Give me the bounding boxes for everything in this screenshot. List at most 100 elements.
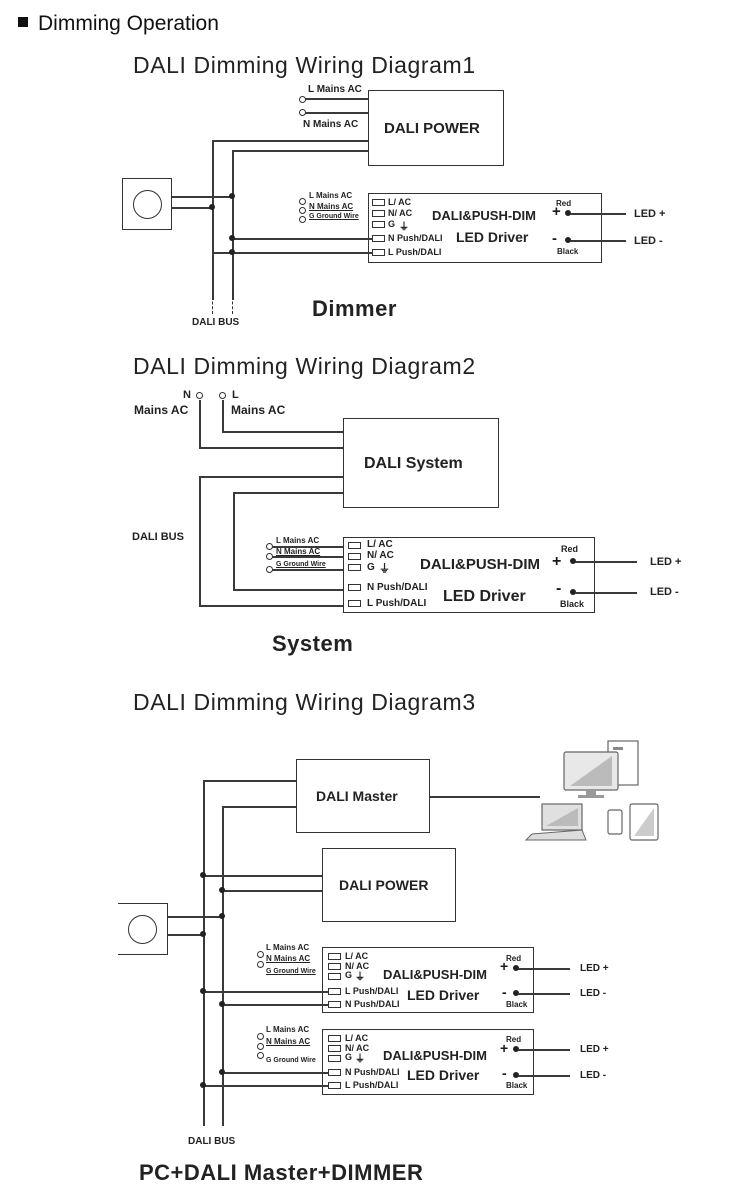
d3-power-bus2 xyxy=(222,890,322,892)
d3-drvA-black: Black xyxy=(506,1000,528,1009)
d2-t-nac: N/ AC xyxy=(367,550,394,561)
d1-led-minus: LED - xyxy=(634,235,663,247)
d3-junction-a1 xyxy=(200,988,206,994)
d3-drvA-plus-dot xyxy=(513,965,519,971)
d2-drv-name2: LED Driver xyxy=(443,588,526,605)
d2-n-wire-h xyxy=(199,447,343,449)
d3-drvB-n-ring xyxy=(257,1043,264,1050)
d3-drvB-l-mains: L Mains AC xyxy=(266,1025,310,1034)
d2-l-ring xyxy=(219,392,226,399)
d3-drvB-term3 xyxy=(328,1055,341,1062)
section-heading-text: Dimming Operation xyxy=(38,12,219,35)
d2-sys-out1 xyxy=(199,476,343,478)
d3-junction-b1 xyxy=(219,1069,225,1075)
d1-drv-n-ring xyxy=(299,207,306,214)
d3-master-pc-link xyxy=(430,796,540,798)
d3-drvA-term3 xyxy=(328,973,341,980)
d1-push-wire-n xyxy=(232,238,372,240)
d1-t-g: G xyxy=(388,219,396,229)
d3-drvA-term5 xyxy=(328,1001,341,1008)
d2-l: L xyxy=(232,389,239,401)
d2-n-wire-v xyxy=(199,400,201,448)
d2-plus-dot xyxy=(570,558,576,564)
d2-bus-label: DALI BUS xyxy=(132,531,184,543)
d3-drvB-led-plus-wire xyxy=(518,1049,570,1051)
d3-drvB-name2: LED Driver xyxy=(407,1067,480,1083)
d2-led-minus: LED - xyxy=(650,586,679,598)
d3-drvB-term2 xyxy=(328,1045,341,1052)
d3-drvB-plus-dot xyxy=(513,1046,519,1052)
d3-drvA-t-g: G xyxy=(345,970,353,980)
d1-drv-name2: LED Driver xyxy=(456,229,529,245)
d1-led-plus: LED + xyxy=(634,208,666,220)
d3-drvB-t-g: G xyxy=(345,1052,353,1062)
d3-drvB-led-minus: LED - xyxy=(580,1070,607,1081)
d3-drvB-t-lac: L/ AC xyxy=(345,1033,369,1043)
d2-drv-name1: DALI&PUSH-DIM xyxy=(420,556,540,573)
d1-t-lac: L/ AC xyxy=(388,197,412,207)
diagram3-title: DALI Dimming Wiring Diagram3 xyxy=(133,689,476,715)
d1-term-lac xyxy=(372,199,385,206)
d1-wire-l xyxy=(305,98,368,100)
d1-term-lp xyxy=(372,249,385,256)
d2-term-lp xyxy=(348,600,361,607)
d3-drvA-term1 xyxy=(328,953,341,960)
d2-drv-g-wire xyxy=(272,569,343,571)
d1-drv-g: G Ground Wire xyxy=(309,213,359,220)
d2-caption: System xyxy=(272,631,354,656)
d2-bus-mid xyxy=(233,589,343,591)
d1-dali-power-box xyxy=(368,90,504,166)
d2-drv-l-wire xyxy=(272,546,343,548)
d1-push-wire-l xyxy=(212,252,372,254)
d3-dali-master-box xyxy=(296,759,430,833)
d3-drvA-l-ring xyxy=(257,951,264,958)
d1-term-nac xyxy=(372,210,385,217)
d1-wire-n xyxy=(305,112,368,114)
d1-n-mains-label: N Mains AC xyxy=(303,119,359,130)
d3-drvB-l-ring xyxy=(257,1033,264,1040)
d3-drvA-t-lac: L/ AC xyxy=(345,951,369,961)
section-heading: Dimming Operation xyxy=(18,12,219,36)
d1-red: Red xyxy=(556,199,572,208)
d3-dali-power-box xyxy=(322,848,456,922)
d2-bus-bottom xyxy=(199,605,343,607)
d2-dali-system-box xyxy=(343,418,499,508)
d3-drvB-t-p1: N Push/DALI xyxy=(345,1067,400,1077)
d3-drvA-plus: + xyxy=(500,958,509,974)
d1-caption: Dimmer xyxy=(312,296,397,321)
d1-bus-line2 xyxy=(232,150,234,300)
d3-drvA-term2 xyxy=(328,963,341,970)
d1-term-np xyxy=(372,235,385,242)
d2-drv-l-mains: L Mains AC xyxy=(276,536,320,545)
d1-dimmer-wire2 xyxy=(172,207,212,209)
d3-drvB-term5 xyxy=(328,1082,341,1089)
d3-driverB-box xyxy=(322,1029,534,1095)
d3-bus-line2 xyxy=(222,806,224,1126)
d1-l-terminal xyxy=(299,96,306,103)
d1-junction4 xyxy=(229,249,235,255)
d3-drvA-t-nac: N/ AC xyxy=(345,961,370,971)
d3-drvA-l-mains: L Mains AC xyxy=(266,943,310,952)
d3-drvB-g-ring xyxy=(257,1052,264,1059)
d1-dimmer-device xyxy=(122,178,172,230)
d3-drvA-g: G Ground Wire xyxy=(266,968,316,975)
d1-bus-dash1 xyxy=(212,292,213,314)
d3-drvB-plus: + xyxy=(500,1040,509,1056)
d2-t-lac: L/ AC xyxy=(367,539,393,550)
d3-dali-power-label: DALI POWER xyxy=(339,877,429,893)
d2-n-ring xyxy=(196,392,203,399)
d2-t-g: G xyxy=(367,562,375,573)
d1-junction1 xyxy=(229,193,235,199)
d1-led-minus-wire xyxy=(570,240,626,242)
d2-term-lac xyxy=(348,542,361,549)
d1-junction3 xyxy=(229,235,235,241)
d1-t-nac: N/ AC xyxy=(388,208,413,218)
d3-caption: PC+DALI Master+DIMMER xyxy=(139,1160,424,1185)
d3-drvB-g: G Ground Wire xyxy=(266,1057,316,1064)
d1-led-plus-wire xyxy=(570,213,626,215)
d3-drvA-name2: LED Driver xyxy=(407,987,480,1003)
d1-t-lp: L Push/DALI xyxy=(388,247,442,257)
d3-junction-d2 xyxy=(200,931,206,937)
d1-minus-dot xyxy=(565,237,571,243)
d3-drvA-t-p1: L Push/DALI xyxy=(345,986,399,996)
